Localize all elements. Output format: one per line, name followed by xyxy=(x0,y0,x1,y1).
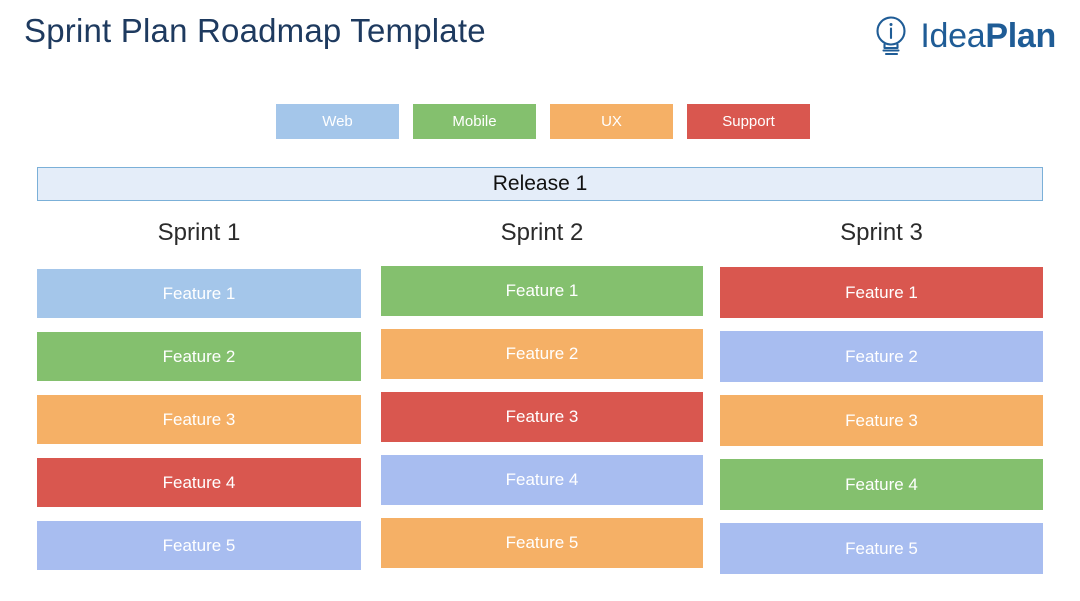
brand-logo: IdeaPlan xyxy=(871,14,1056,58)
legend-chip-mobile[interactable]: Mobile xyxy=(413,104,536,139)
sprint-heading: Sprint 3 xyxy=(840,219,923,246)
feature-bar[interactable]: Feature 5 xyxy=(381,518,703,568)
feature-bar[interactable]: Feature 4 xyxy=(37,458,361,507)
feature-bar[interactable]: Feature 4 xyxy=(381,455,703,505)
feature-bar[interactable]: Feature 3 xyxy=(720,395,1043,446)
legend-chip-ux[interactable]: UX xyxy=(550,104,673,139)
legend-chip-web[interactable]: Web xyxy=(276,104,399,139)
legend-chip-support[interactable]: Support xyxy=(687,104,810,139)
feature-bar[interactable]: Feature 1 xyxy=(381,266,703,316)
lightbulb-idea-icon xyxy=(871,14,911,58)
feature-bar[interactable]: Feature 2 xyxy=(720,331,1043,382)
brand-name-plan: Plan xyxy=(985,17,1056,55)
feature-bar[interactable]: Feature 2 xyxy=(381,329,703,379)
feature-bar[interactable]: Feature 1 xyxy=(37,269,361,318)
feature-list: Feature 1 Feature 2 Feature 3 Feature 4 Feat… xyxy=(720,267,1043,574)
feature-bar[interactable]: Feature 3 xyxy=(381,392,703,442)
brand-name-idea: Idea xyxy=(920,17,986,55)
feature-bar[interactable]: Feature 5 xyxy=(720,523,1043,574)
sprint-heading: Sprint 1 xyxy=(157,219,241,246)
page-header: Sprint Plan Roadmap Template IdeaPlan xyxy=(0,0,1080,82)
release-band-release-1[interactable]: Release 1 xyxy=(37,167,1043,201)
feature-bar[interactable]: Feature 1 xyxy=(720,267,1043,318)
feature-list: Feature 1 Feature 2 Feature 3 Feature 4 Feat… xyxy=(381,266,703,568)
page-title: Sprint Plan Roadmap Template xyxy=(24,12,486,49)
sprint-heading: Sprint 2 xyxy=(500,219,584,246)
category-legend: Web Mobile UX Support xyxy=(276,104,810,139)
brand-wordmark: IdeaPlan xyxy=(920,19,1056,53)
feature-bar[interactable]: Feature 5 xyxy=(37,521,361,570)
feature-bar[interactable]: Feature 4 xyxy=(720,459,1043,510)
feature-bar[interactable]: Feature 2 xyxy=(37,332,361,381)
feature-list: Feature 1 Feature 2 Feature 3 Feature 4 Feat… xyxy=(37,269,361,570)
feature-bar[interactable]: Feature 3 xyxy=(37,395,361,444)
